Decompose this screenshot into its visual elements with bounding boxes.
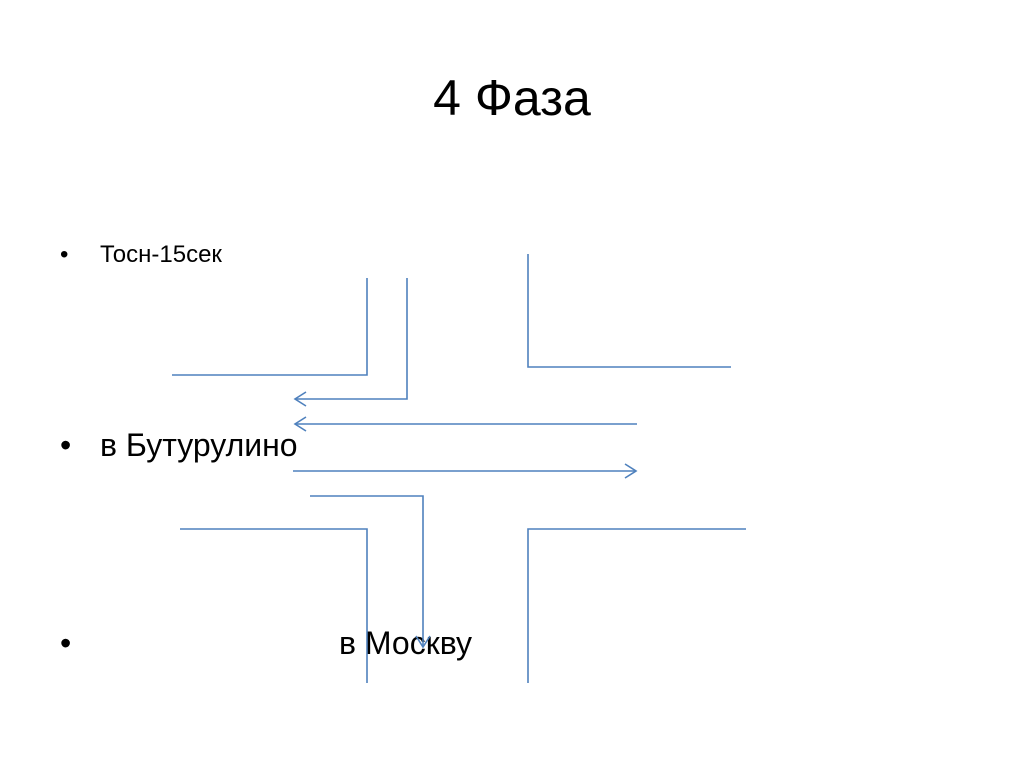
- slide-title: 4 Фаза: [433, 70, 591, 126]
- arrow-right-icon: [293, 463, 638, 479]
- bullet-marker: •: [60, 241, 69, 268]
- bullet-text: Тосн-15сек: [100, 241, 222, 268]
- arrow-left-turn-icon: [293, 278, 408, 407]
- arrow-left-icon: [293, 416, 637, 432]
- road-edge-bottom-right: [527, 528, 746, 683]
- road-edge-top-left: [172, 278, 368, 376]
- arrow-down-turn-icon: [310, 495, 431, 649]
- bullet-marker: •: [60, 625, 72, 661]
- bullet-marker: •: [60, 427, 72, 463]
- bullet-text: в Бутурулино: [100, 427, 298, 463]
- road-edge-bottom-left: [180, 528, 368, 683]
- road-edge-top-right: [527, 254, 731, 368]
- bullet-text: в Москву: [339, 625, 472, 661]
